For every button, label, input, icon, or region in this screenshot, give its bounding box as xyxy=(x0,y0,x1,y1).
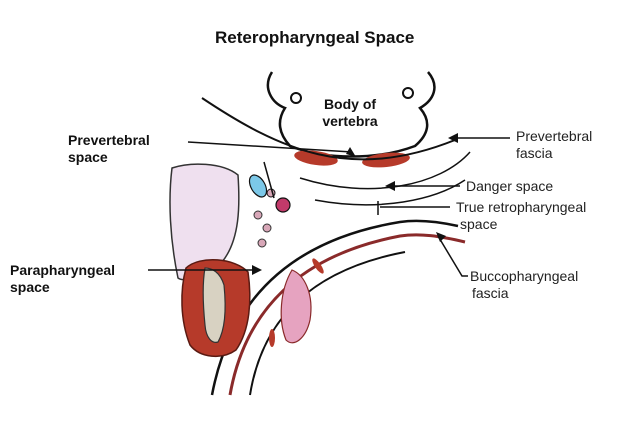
vertebra-foramen-left xyxy=(291,93,301,103)
small-vessel-3 xyxy=(258,239,266,247)
label-body-of-vertebra: Body of vertebra xyxy=(310,96,390,130)
label-prevertebral-space-line1: Prevertebral xyxy=(68,132,150,149)
label-body-line1: Body of xyxy=(310,96,390,113)
vertebra-foramen-right xyxy=(403,88,413,98)
label-prevertebral-space: Prevertebral space xyxy=(68,132,150,166)
arrow-danger-space xyxy=(385,181,395,191)
label-prevertebral-fascia-line1: Prevertebral xyxy=(516,128,592,145)
label-true-retro-line2: space xyxy=(456,216,586,233)
leader-prevertebral-space xyxy=(188,142,352,152)
palatine-tonsil xyxy=(281,270,311,343)
small-vessel-2 xyxy=(263,224,271,232)
label-prevertebral-fascia: Prevertebral fascia xyxy=(516,128,592,162)
label-buccopharyngeal-fascia: Buccopharyngeal fascia xyxy=(470,268,578,302)
mandible-ramus xyxy=(203,268,225,342)
arrow-parapharyngeal xyxy=(252,265,262,275)
mucosal-fold-1 xyxy=(269,329,275,347)
label-prevertebral-fascia-line2: fascia xyxy=(516,145,592,162)
pharyngeal-constrictor-line xyxy=(230,235,465,395)
mucosal-fold-2 xyxy=(310,257,325,275)
label-prevertebral-space-line2: space xyxy=(68,149,150,166)
label-true-retro-line1: True retropharyngeal xyxy=(456,199,586,216)
label-parapharyngeal-line2: space xyxy=(10,279,115,296)
small-vessel-1 xyxy=(254,211,262,219)
label-parapharyngeal-line1: Parapharyngeal xyxy=(10,262,115,279)
label-buccopharyngeal-line2: fascia xyxy=(470,285,578,302)
label-buccopharyngeal-line1: Buccopharyngeal xyxy=(470,268,578,285)
label-parapharyngeal-space: Parapharyngeal space xyxy=(10,262,115,296)
carotid-artery xyxy=(246,172,270,200)
label-true-retropharyngeal-space: True retropharyngeal space xyxy=(456,199,586,233)
jugular-vein xyxy=(276,198,290,212)
label-body-line2: vertebra xyxy=(310,113,390,130)
pharyngeal-mucosa-line xyxy=(250,252,405,395)
label-danger-space: Danger space xyxy=(466,178,553,195)
diagram-title: Reteropharyngeal Space xyxy=(215,28,414,48)
